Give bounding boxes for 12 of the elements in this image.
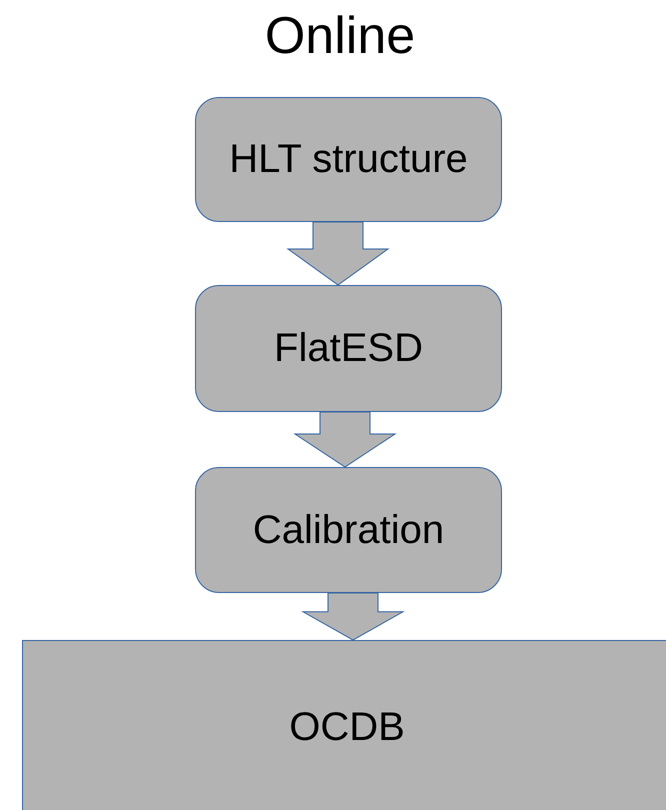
process-box [195,467,502,593]
node-label: HLT structure [229,137,468,182]
data-block [22,640,666,810]
node-label: FlatESD [274,326,423,371]
node-label: OCDB [289,705,405,750]
title: Online [264,6,416,66]
block-arrow [293,412,397,468]
process-box [195,97,502,222]
node-label: Calibration [252,508,444,552]
block-arrow [301,592,405,641]
process-box [195,285,502,412]
block-arrow [286,222,390,286]
